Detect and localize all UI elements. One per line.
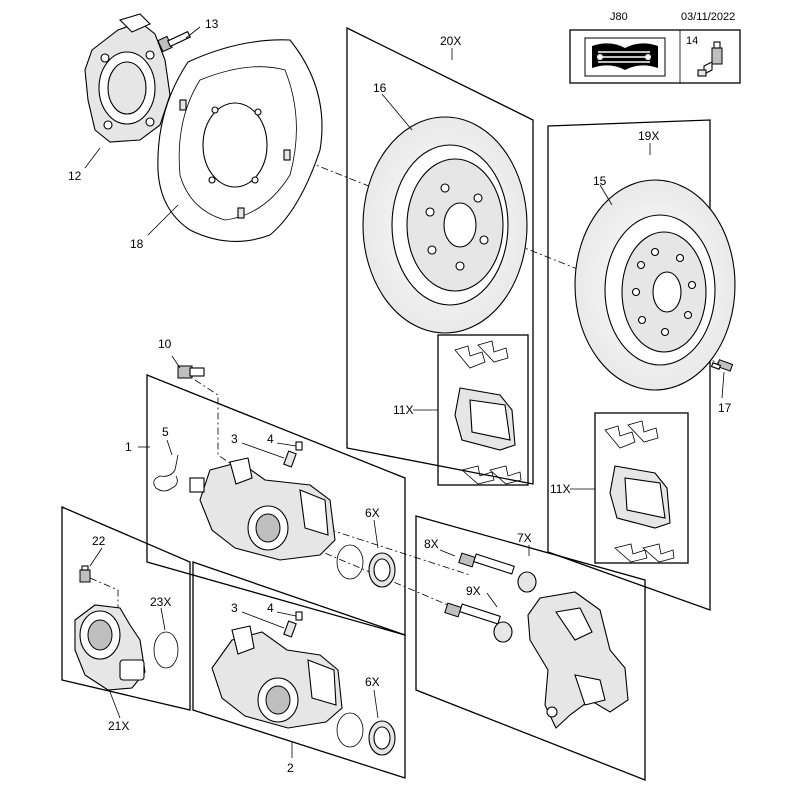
piston-seals-upper [336,544,396,588]
label-part-3-lower: 3 [231,601,238,615]
label-part-13: 13 [205,17,219,31]
bolt-13 [157,30,191,53]
label-part-21x: 21X [108,719,129,733]
label-part-19x: 19X [638,129,659,143]
brake-disc-16 [362,116,528,334]
splash-shield [157,39,323,242]
label-part-2: 2 [287,761,294,775]
label-part-11x-a: 11X [393,403,413,417]
brake-pads-set-a [454,340,522,485]
wheel-carrier [84,13,171,143]
label-part-7x: 7X [517,531,532,545]
label-part-3-upper: 3 [231,432,238,446]
panel-disc-20x [346,26,534,485]
diagram-code: J80 [610,11,628,23]
brake-caliper-2 [211,625,343,729]
bolt-10 [177,365,205,379]
guide-pin-lower [444,602,513,643]
label-part-4-lower: 4 [267,601,274,615]
panel-disc-19x [547,119,711,611]
label-part-6x-lower: 6X [365,675,380,689]
caliper-bracket [527,591,629,729]
label-part-1: 1 [125,440,132,454]
legend-box: 14 [569,29,741,84]
panel-caliper-2 [192,561,406,779]
label-part-10: 10 [158,337,172,351]
brake-pads-set-b [604,420,675,563]
label-part-9x: 9X [466,584,481,598]
o-ring-23x [153,631,179,669]
label-part-11x-b: 11X [550,482,570,496]
panel-pads-11x-b [594,412,689,564]
spring-5 [153,454,179,492]
screw-17 [710,359,734,372]
label-part-17: 17 [718,401,732,415]
brake-disc-15 [574,179,736,391]
label-part-15: 15 [593,174,607,188]
label-part-12: 12 [68,169,82,183]
manual-wrench-icon [584,37,666,77]
label-part-6x-upper: 6X [365,506,380,520]
bleed-screw-lower [283,611,303,638]
label-part-22: 22 [92,534,106,548]
label-part-4-upper: 4 [267,432,274,446]
legend-number: 14 [686,35,698,47]
panel-motor-21x [61,506,191,711]
leader-lines [84,26,725,758]
piston-seals-lower [336,712,396,756]
panel-bracket-7x [415,515,646,781]
guide-pin-upper [458,552,537,593]
label-part-8x: 8X [424,537,439,551]
axis-bolt-10 [194,379,241,471]
label-part-18: 18 [130,237,144,251]
grease-tube-icon [697,41,723,77]
label-part-5: 5 [162,425,169,439]
screw-22 [79,565,91,583]
parking-brake-motor [74,604,146,691]
label-part-20x: 20X [440,34,461,48]
brake-caliper-1 [189,457,336,561]
label-part-16: 16 [373,81,387,95]
label-part-23x: 23X [150,595,171,609]
diagram-date: 03/11/2022 [681,11,735,23]
